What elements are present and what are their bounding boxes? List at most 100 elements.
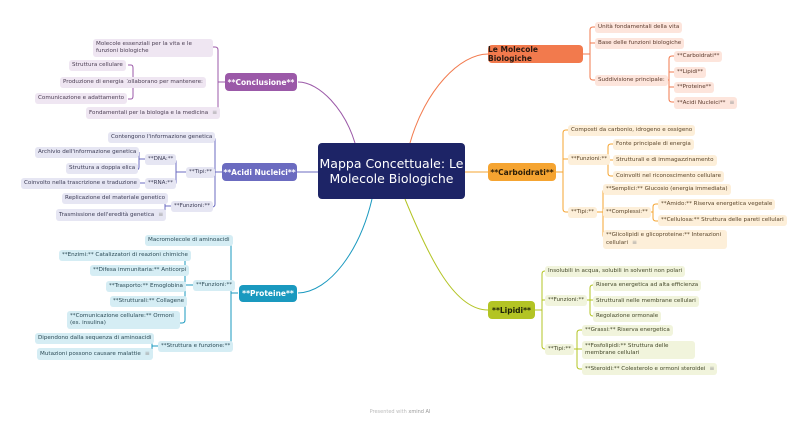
lipidi-tipi[interactable]: **Tipi:** (545, 344, 574, 355)
tipi-item[interactable]: **Glicolipidi e glicoproteine:** Interaz… (603, 230, 727, 249)
node-text: **Tipi:** (548, 346, 571, 352)
topic-molecole-biologiche[interactable]: Le Molecole Biologiche (488, 45, 583, 63)
suddivisione-item[interactable]: **Proteine** (674, 82, 715, 93)
node-text: **Steroidi:** Colesterolo e ormoni stero… (585, 366, 706, 372)
central-topic[interactable]: Mappa Concettuale: Le Molecole Biologich… (318, 143, 465, 199)
complessi-item[interactable]: **Cellulosa:** Struttura delle pareti ce… (658, 215, 787, 226)
funzioni-item[interactable]: Coinvolti nel riconoscimento cellulare (613, 171, 725, 182)
node-text: **RNA:** (148, 180, 173, 186)
node-text: **Strutturali:** Collagene (113, 298, 185, 304)
connector-proteine (297, 198, 373, 294)
funzioni-item[interactable]: **Strutturali:** Collagene (110, 296, 188, 307)
topic-lipidi[interactable]: **Lipidi** (488, 301, 535, 319)
node-text: Replicazione del materiale genetico (65, 195, 166, 201)
carboidrati-item[interactable]: Composti da carbonio, idrogeno e ossigen… (568, 125, 696, 136)
node-text: **Complessi:** (606, 209, 648, 215)
topic-carboidrati-label: **Carboidrati** (490, 167, 554, 177)
complessi-item[interactable]: **Amido:** Riserva energetica vegetale (658, 199, 776, 210)
node-text: Mutazioni possono causare malattie (40, 351, 141, 357)
suddivisione-item[interactable]: **Carboidrati** (674, 51, 723, 62)
funzioni-item[interactable]: **Comunicazione cellulare:** Ormoni (es.… (67, 311, 180, 329)
node-text: Composti da carbonio, idrogeno e ossigen… (571, 127, 693, 133)
node-text: Coinvolto nella trascrizione e traduzion… (24, 180, 137, 186)
conclusione-item[interactable]: Fondamentali per la biologia e la medici… (86, 107, 221, 119)
molecole-item[interactable]: Unità fondamentali della vita (595, 22, 683, 33)
node-text: **Tipi:** (189, 169, 212, 175)
proteine-item[interactable]: Macromolecole di aminoacidi (145, 235, 233, 246)
tipi-complessi[interactable]: **Complessi:** (603, 207, 651, 218)
molecole-item[interactable]: Base delle funzioni biologiche (595, 38, 685, 49)
funzioni-item[interactable]: Replicazione del materiale genetico (62, 193, 169, 204)
node-text: Base delle funzioni biologiche (598, 40, 682, 46)
topic-lipidi-label: **Lipidi** (492, 305, 531, 315)
funzioni-item[interactable]: Riserva energetica ad alta efficienza (593, 280, 702, 291)
node-text: Strutturali e di immagazzinamento (616, 157, 714, 163)
node-text: Produzione di energia (63, 79, 124, 85)
funzioni-item[interactable]: Strutturali nelle membrane cellulari (593, 296, 699, 307)
tipi-item[interactable]: **Grassi:** Riserva energetica (582, 325, 673, 336)
topic-molecole-label: Le Molecole Biologiche (488, 45, 539, 63)
struttura-item[interactable]: Mutazioni possono causare malattie≡ (37, 348, 153, 360)
topic-acidi-nucleici[interactable]: **Acidi Nucleici** (222, 163, 297, 181)
note-icon[interactable]: ≡ (158, 211, 164, 218)
note-icon[interactable]: ≡ (212, 109, 218, 116)
acidi-item[interactable]: Contengono l'informazione genetica (108, 132, 216, 143)
node-text: **Proteine** (677, 84, 712, 90)
note-icon[interactable]: ≡ (729, 99, 735, 106)
node-text: **Lipidi** (677, 69, 704, 75)
topic-proteine[interactable]: **Proteine** (239, 285, 297, 302)
proteine-struttura[interactable]: **Struttura e funzione:** (158, 341, 234, 352)
tipi-item[interactable]: **Fosfolipidi:** Struttura delle membran… (582, 341, 695, 359)
node-text: Regolazione ormonale (596, 313, 659, 319)
node-text: **Difesa immunitaria:** Anticorpi (93, 267, 187, 273)
acidi-rna[interactable]: **RNA:** (145, 178, 176, 189)
conclusione-item[interactable]: Molecole essenziali per la vita e le fun… (93, 39, 213, 57)
funzioni-item[interactable]: Fonte principale di energia (613, 139, 694, 150)
footer-brand[interactable]: xmind AI (408, 409, 431, 415)
funzioni-item[interactable]: **Trasporto:** Emoglobina (106, 281, 186, 292)
tipi-item[interactable]: **Semplici:** Glucosio (energia immediat… (603, 184, 731, 195)
node-text: **Struttura e funzione:** (161, 343, 231, 349)
collaborano-item[interactable]: Produzione di energia (60, 77, 127, 88)
dna-item[interactable]: Archivio dell'informazione genetica (35, 147, 140, 158)
lipidi-item[interactable]: Insolubili in acqua, solubili in solvent… (545, 266, 686, 277)
connector-lipidi (404, 198, 489, 311)
funzioni-item[interactable]: Regolazione ormonale (593, 311, 662, 322)
suddivisione-item[interactable]: **Lipidi** (674, 67, 707, 78)
proteine-funzioni[interactable]: **Funzioni:** (193, 280, 236, 291)
carboidrati-funzioni[interactable]: **Funzioni:** (568, 154, 611, 165)
carboidrati-tipi[interactable]: **Tipi:** (568, 207, 597, 218)
node-text: Dipendono dalla sequenza di aminoacidi (38, 335, 152, 341)
footer-prefix: Presented with (369, 409, 409, 415)
node-text: Contengono l'informazione genetica (111, 134, 213, 140)
acidi-funzioni[interactable]: **Funzioni:** (171, 201, 214, 212)
topic-conclusione-label: **Conclusione** (227, 77, 295, 87)
acidi-dna[interactable]: **DNA:** (145, 154, 177, 165)
node-text: Unità fondamentali della vita (598, 24, 680, 30)
note-icon[interactable]: ≡ (632, 239, 638, 246)
topic-conclusione[interactable]: **Conclusione** (225, 73, 297, 91)
topic-carboidrati[interactable]: **Carboidrati** (488, 163, 556, 181)
dna-item[interactable]: Struttura a doppia elica (66, 163, 139, 174)
rna-item[interactable]: Coinvolto nella trascrizione e traduzion… (21, 178, 140, 189)
node-text: **Grassi:** Riserva energetica (585, 327, 670, 333)
suddivisione-item[interactable]: **Acidi Nucleici**≡ (674, 97, 738, 109)
molecole-item[interactable]: Suddivisione principale: (595, 75, 668, 86)
lipidi-funzioni[interactable]: **Funzioni:** (545, 295, 588, 306)
node-text: Struttura a doppia elica (69, 165, 136, 171)
note-icon[interactable]: ≡ (709, 365, 715, 372)
connector-molecole (409, 53, 489, 144)
funzioni-item[interactable]: **Enzimi:** Catalizzatori di reazioni ch… (59, 250, 191, 261)
topic-acidi-label: **Acidi Nucleici** (223, 167, 296, 177)
acidi-tipi[interactable]: **Tipi:** (186, 167, 215, 178)
conclusione-item[interactable]: Collaborano per mantenere: (121, 77, 206, 88)
struttura-item[interactable]: Dipendono dalla sequenza di aminoacidi (35, 333, 155, 344)
collaborano-item[interactable]: Struttura cellulare (69, 60, 126, 71)
tipi-item[interactable]: **Steroidi:** Colesterolo e ormoni stero… (582, 363, 718, 375)
funzioni-item[interactable]: Trasmissione dell'eredità genetica≡ (56, 209, 167, 221)
funzioni-item[interactable]: Strutturali e di immagazzinamento (613, 155, 717, 166)
collaborano-item[interactable]: Comunicazione e adattamento (35, 93, 128, 104)
note-icon[interactable]: ≡ (144, 350, 150, 357)
funzioni-item[interactable]: **Difesa immunitaria:** Anticorpi (90, 265, 190, 276)
node-text: Riserva energetica ad alta efficienza (596, 282, 699, 288)
